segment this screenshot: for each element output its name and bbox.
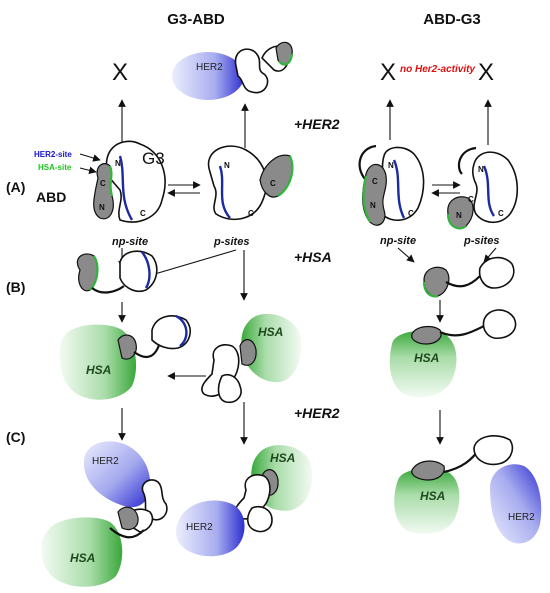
row-label-c: (C): [6, 429, 25, 445]
hsa-protein: [41, 517, 123, 587]
hsa-protein: [241, 313, 302, 383]
p-sites-label-right: p-sites: [463, 235, 499, 247]
her2-protein: [175, 500, 245, 557]
np-site-label-right: np-site: [380, 235, 416, 247]
left-panel-title: G3-ABD: [167, 11, 225, 28]
her2-protein: [83, 441, 151, 508]
c-label: C: [468, 195, 474, 204]
her2-label: HER2: [508, 512, 535, 523]
np-site-label-left: np-site: [112, 236, 148, 248]
left-x-mark: X: [112, 59, 128, 86]
dissociated-abd-g3-right: [422, 256, 515, 298]
hsa-protein: [389, 330, 457, 398]
c-label: C: [248, 209, 254, 218]
hsa-label: HSA: [86, 363, 111, 377]
hsa-bound-complex-center: HSA: [201, 313, 302, 404]
c-label: C: [372, 177, 378, 186]
her2-protein: [490, 464, 542, 544]
condition-hsa: +HSA: [294, 249, 332, 265]
hsa-protein: [59, 324, 137, 400]
abd-g3-np-site: N C N C: [358, 144, 425, 226]
n-label: N: [456, 211, 462, 220]
n-label: N: [99, 203, 105, 212]
g3-abd-p-sites: N C C: [207, 145, 294, 221]
n-label: N: [388, 161, 394, 170]
abd-label: ABD: [36, 189, 66, 205]
her2-site-label: HER2-site: [34, 150, 72, 159]
row-label-b: (B): [6, 279, 25, 295]
c-label: C: [270, 179, 276, 188]
g3-label: G3: [142, 149, 165, 168]
her2-bound-complex-top: HER2: [172, 41, 294, 100]
her2-label: HER2: [186, 522, 213, 533]
hsa-label: HSA: [414, 351, 439, 365]
her2-hsa-complex-left: HER2 HSA: [41, 441, 168, 587]
right-x-mark-2: X: [478, 59, 494, 86]
n-label: N: [478, 165, 484, 174]
her2-label: HER2: [196, 62, 223, 73]
hsa-site-pointer: [79, 166, 97, 175]
arrow-p-to-b-left: [147, 249, 237, 278]
n-label: N: [224, 161, 230, 170]
condition-her2-top: +HER2: [294, 116, 340, 132]
hsa-label: HSA: [258, 325, 283, 339]
c-label: C: [498, 209, 504, 218]
no-her2-activity-label: no Her2-activity: [400, 64, 475, 75]
hsa-label: HSA: [420, 489, 445, 503]
n-label: N: [370, 201, 376, 210]
c-label: C: [140, 209, 146, 218]
hsa-her2-complex-center: HSA HER2: [175, 445, 313, 557]
right-x-mark-1: X: [380, 59, 396, 86]
c-label: C: [408, 209, 414, 218]
her2-label: HER2: [92, 456, 119, 467]
her2-site-pointer: [79, 153, 101, 162]
hsa-label: HSA: [270, 451, 295, 465]
hsa-protein: [394, 468, 460, 535]
dissociated-g3-abd-left: [76, 250, 158, 294]
hsa-bound-complex-right: HSA: [389, 309, 517, 398]
her2-protein: [172, 52, 244, 100]
g3-abd-np-site: N C N C G3: [93, 140, 166, 223]
c-label: C: [100, 179, 106, 188]
n-label: N: [115, 159, 121, 168]
hsa-label: HSA: [70, 551, 95, 565]
arrow-p-to-b-right: [483, 247, 497, 263]
condition-her2-bottom: +HER2: [294, 405, 340, 421]
arrow-np-to-b-right: [397, 247, 415, 263]
abd-g3-p-sites: N C N C: [446, 146, 519, 230]
row-label-a: (A): [6, 179, 25, 195]
hsa-her2-separate-right: HSA HER2: [394, 435, 542, 544]
right-panel-title: ABD-G3: [423, 11, 481, 28]
hsa-bound-complex-left: HSA: [59, 314, 191, 400]
hsa-site-label: HSA-site: [38, 163, 72, 172]
p-sites-label-left: p-sites: [213, 236, 249, 248]
